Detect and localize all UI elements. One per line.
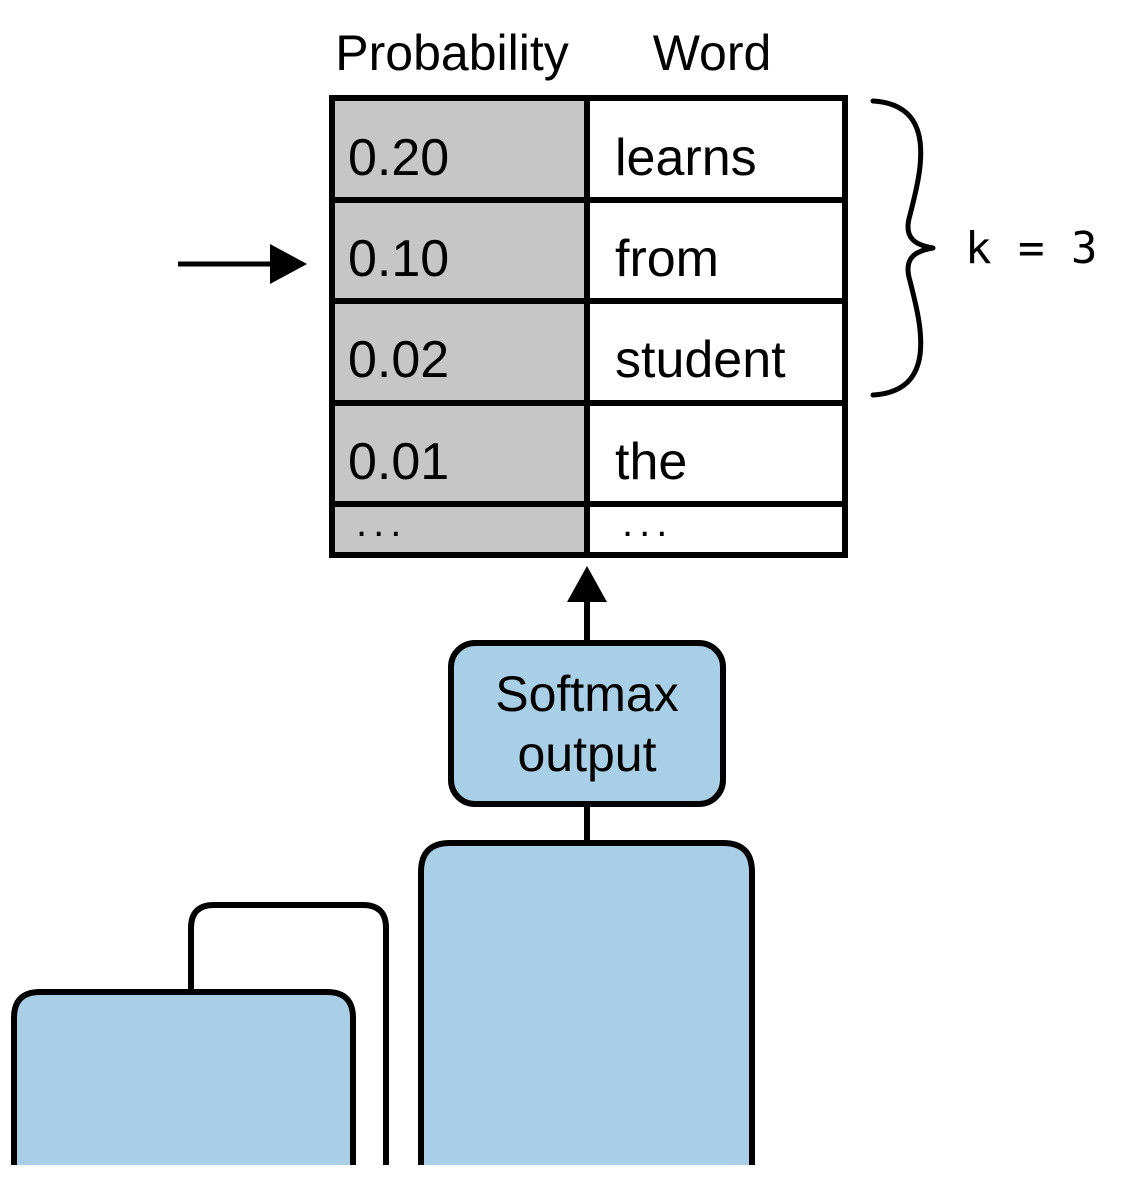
table-row: 0.02 student — [348, 331, 786, 389]
table-row: 0.10 from — [348, 230, 719, 288]
table-row-ellipsis: ... ... — [356, 501, 673, 545]
prob-ellipsis: ... — [356, 501, 407, 545]
up-arrow-icon — [567, 566, 607, 643]
selection-arrow-icon — [178, 244, 307, 284]
prob-cell: 0.02 — [348, 331, 449, 389]
word-column-header: Word — [653, 25, 772, 81]
prob-cell: 0.10 — [348, 230, 449, 288]
top-k-brace-icon — [870, 98, 936, 398]
softmax-label-line2: output — [517, 726, 656, 782]
word-cell: from — [615, 230, 719, 288]
word-ellipsis: ... — [622, 501, 673, 545]
decoder-block-left — [11, 989, 356, 1165]
word-cell: learns — [615, 129, 757, 187]
decoder-block-right — [418, 840, 755, 1165]
word-column — [587, 98, 845, 555]
k-label: k = 3 — [965, 223, 1097, 274]
residual-connection — [188, 902, 389, 1165]
probability-column-header: Probability — [335, 25, 568, 81]
softmax-label-line1: Softmax — [495, 666, 678, 722]
prob-cell: 0.20 — [348, 129, 449, 187]
word-cell: the — [615, 433, 687, 491]
probability-column — [332, 98, 587, 555]
table-grid — [329, 95, 848, 558]
prob-cell: 0.01 — [348, 433, 449, 491]
table-row: 0.01 the — [348, 433, 687, 491]
table-row: 0.20 learns — [348, 129, 757, 187]
word-cell: student — [615, 331, 786, 389]
